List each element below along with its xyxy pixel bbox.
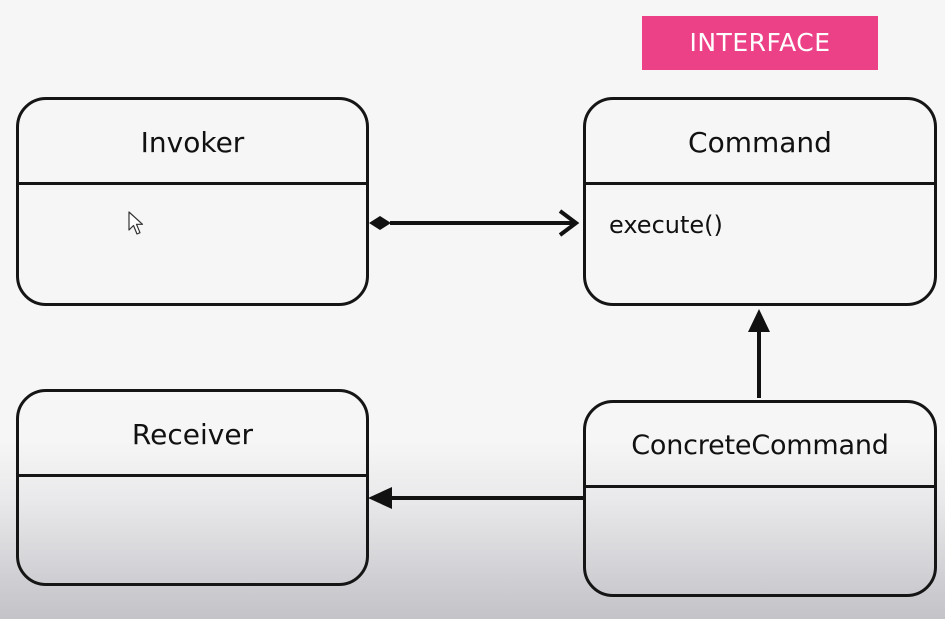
mouse-pointer-icon	[128, 211, 144, 235]
concrete-command-class-name: ConcreteCommand	[586, 403, 934, 488]
concrete-receiver-arrowhead	[368, 487, 392, 509]
concrete-to-command-arrow	[748, 309, 770, 398]
invoker-command-arrowhead	[558, 209, 580, 237]
invoker-class-name: Invoker	[19, 100, 366, 185]
command-class-box: Command execute()	[583, 97, 937, 306]
interface-badge: INTERFACE	[642, 16, 878, 70]
receiver-class-name: Receiver	[19, 392, 366, 477]
invoker-class-box: Invoker	[16, 97, 369, 306]
command-class-name: Command	[586, 100, 934, 185]
command-class-body: execute()	[586, 185, 934, 303]
concrete-command-arrowhead	[748, 309, 770, 332]
command-execute-method: execute()	[609, 211, 723, 239]
concrete-to-receiver-arrow	[368, 487, 583, 509]
composition-diamond	[369, 216, 391, 230]
receiver-class-box: Receiver	[16, 389, 369, 586]
concrete-command-class-box: ConcreteCommand	[583, 400, 937, 597]
invoker-to-command-arrow	[369, 209, 580, 237]
